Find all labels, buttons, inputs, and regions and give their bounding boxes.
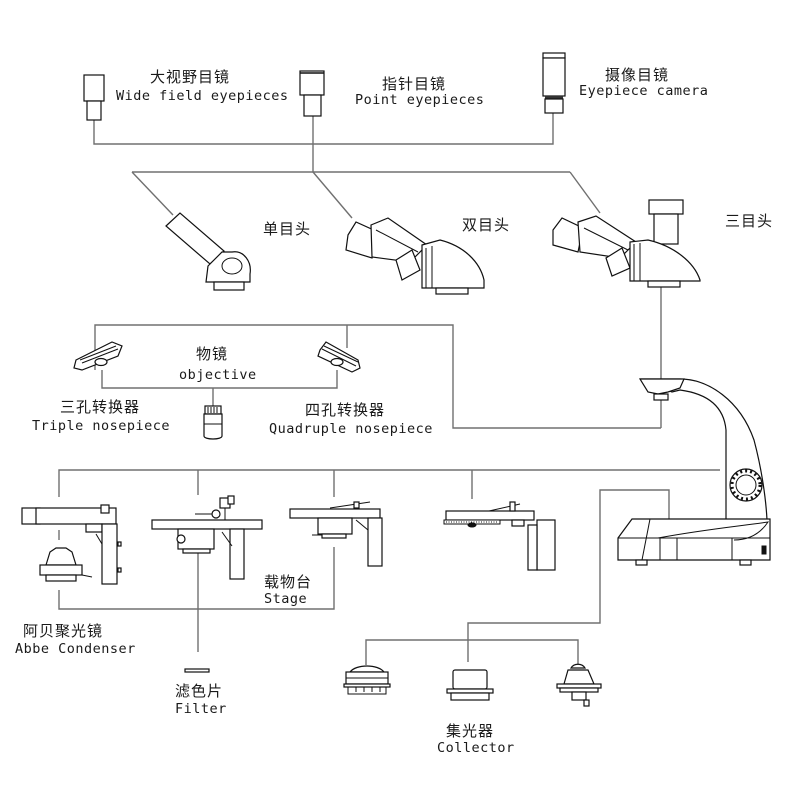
mono-head-connector <box>131 171 174 216</box>
stage-label-en: Stage <box>264 591 308 607</box>
monocular-head-label: 单目头 <box>263 220 312 238</box>
stage-4-icon <box>443 501 556 571</box>
eyepiece-camera-icon <box>542 52 566 114</box>
filter-label-zh: 滤色片 <box>175 682 224 700</box>
collector-bus <box>365 639 579 666</box>
point-eyepiece-label-zh: 指针目镜 <box>382 75 447 93</box>
condenser-loop-connector <box>58 547 335 610</box>
base-to-collector-connector <box>467 489 670 662</box>
collector-2-icon <box>446 669 494 701</box>
abbe-condenser-label-zh: 阿贝聚光镜 <box>23 622 104 640</box>
triple-nosepiece-label-zh: 三孔转换器 <box>60 398 141 416</box>
eyepiece-connector <box>93 112 554 145</box>
objective-lens-icon <box>203 405 223 440</box>
eyepiece-camera-label-zh: 摄像目镜 <box>605 66 670 84</box>
eyepiece-camera-label-en: Eyepiece camera <box>579 83 709 99</box>
stage-connector <box>58 469 720 497</box>
binocular-head-icon <box>345 217 485 295</box>
quadruple-nosepiece-label-en: Quadruple nosepiece <box>269 421 433 437</box>
point-eyepiece-icon <box>299 70 325 117</box>
collector-label-zh: 集光器 <box>446 722 495 740</box>
point-eyepiece-label-en: Point eyepieces <box>355 92 485 108</box>
filter-label-en: Filter <box>175 701 227 717</box>
triple-nosepiece-icon <box>73 341 123 371</box>
nosepiece-connector <box>94 324 661 429</box>
collector-1-icon <box>343 665 391 695</box>
trino-head-connector <box>569 171 601 214</box>
collector-label-en: Collector <box>437 740 515 756</box>
abbe-condenser-label-en: Abbe Condenser <box>15 641 136 657</box>
stage-2-icon <box>151 495 263 580</box>
wide-field-eyepiece-label-zh: 大视野目镜 <box>150 68 231 86</box>
quadruple-nosepiece-icon <box>317 341 361 373</box>
nosepiece-bottom-connector <box>101 370 338 389</box>
trinocular-head-label: 三目头 <box>725 212 774 230</box>
objective-label-en: objective <box>179 367 257 383</box>
stage-1-icon <box>21 504 122 585</box>
trinocular-head-icon <box>552 199 701 288</box>
stage-label-zh: 载物台 <box>264 573 313 591</box>
monocular-head-icon <box>165 212 251 291</box>
objective-label-zh: 物镜 <box>196 345 229 363</box>
binocular-head-label: 双目头 <box>462 216 511 234</box>
microscope-stand-icon <box>617 378 771 566</box>
filter-icon <box>184 668 210 673</box>
collector-3-icon <box>556 663 602 707</box>
stage-3-icon <box>289 501 383 567</box>
bino-head-connector <box>312 171 353 219</box>
triple-nosepiece-label-en: Triple nosepiece <box>32 418 171 434</box>
connector-lines <box>58 112 720 666</box>
quadruple-nosepiece-label-zh: 四孔转换器 <box>305 401 386 419</box>
wide-field-eyepiece-label-en: Wide field eyepieces <box>116 88 289 104</box>
wide-field-eyepiece-icon <box>83 74 105 121</box>
